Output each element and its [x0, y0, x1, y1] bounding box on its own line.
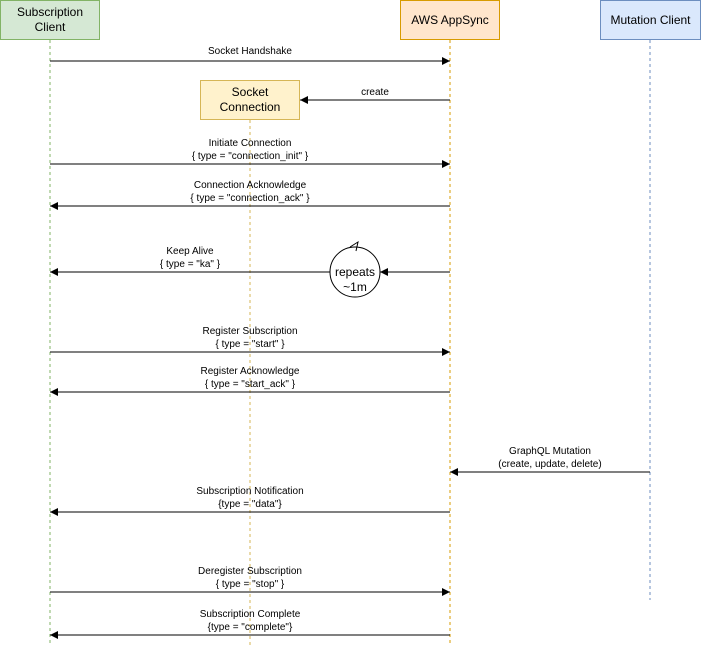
deregister-subscription-label: Deregister Subscription	[198, 566, 302, 577]
actor-socket-connection-label: Socket Connection	[219, 85, 281, 114]
keep-alive-label: Keep Alive	[166, 246, 214, 257]
message-label-socket-handshake: Socket Handshake	[150, 45, 350, 58]
actor-subscription-client: Subscription Client	[0, 0, 100, 40]
message-label-initiate-connection: Initiate Connection { type = "connection…	[150, 137, 350, 163]
actor-subscription-client-label: Subscription Client	[16, 5, 84, 34]
graphql-mutation-ops: (create, update, delete)	[498, 459, 602, 470]
initiate-connection-label: Initiate Connection	[208, 138, 292, 149]
message-label-subscription-complete: Subscription Complete {type = "complete"…	[150, 608, 350, 634]
message-label-register-subscription: Register Subscription { type = "start" }	[150, 325, 350, 351]
connection-ack-type: { type = "connection_ack" }	[190, 193, 310, 204]
repeat-loop-circle	[329, 246, 381, 298]
socket-handshake-label: Socket Handshake	[208, 46, 292, 57]
subscription-notification-label: Subscription Notification	[196, 486, 304, 497]
loop-arrow-icon	[349, 240, 359, 252]
actor-aws-appsync: AWS AppSync	[400, 0, 500, 40]
initiate-connection-type: { type = "connection_init" }	[191, 151, 309, 162]
subscription-complete-type: {type = "complete"}	[207, 622, 293, 633]
message-label-graphql-mutation: GraphQL Mutation (create, update, delete…	[470, 445, 630, 471]
register-ack-type: { type = "start_ack" }	[204, 379, 296, 390]
message-label-subscription-notification: Subscription Notification {type = "data"…	[150, 485, 350, 511]
actor-socket-connection: Socket Connection	[200, 80, 300, 120]
repeats-label: repeats ~1m	[334, 265, 376, 294]
actor-aws-appsync-label: AWS AppSync	[411, 12, 489, 27]
actor-mutation-client-label: Mutation Client	[610, 12, 691, 27]
register-subscription-type: { type = "start" }	[215, 339, 285, 350]
connection-ack-label: Connection Acknowledge	[193, 180, 307, 191]
keep-alive-type: { type = "ka" }	[159, 259, 221, 270]
register-subscription-label: Register Subscription	[202, 326, 298, 337]
message-label-deregister-subscription: Deregister Subscription { type = "stop" …	[150, 565, 350, 591]
create-label: create	[361, 87, 389, 98]
message-label-connection-ack: Connection Acknowledge { type = "connect…	[150, 179, 350, 205]
subscription-notification-type: {type = "data"}	[218, 499, 282, 510]
register-ack-label: Register Acknowledge	[200, 366, 300, 377]
message-label-create: create	[335, 86, 415, 99]
actor-mutation-client: Mutation Client	[600, 0, 701, 40]
subscription-complete-label: Subscription Complete	[199, 609, 301, 620]
message-label-keep-alive: Keep Alive { type = "ka" }	[130, 245, 250, 271]
deregister-subscription-type: { type = "stop" }	[215, 579, 285, 590]
message-label-register-ack: Register Acknowledge { type = "start_ack…	[150, 365, 350, 391]
graphql-mutation-label: GraphQL Mutation	[509, 446, 591, 457]
